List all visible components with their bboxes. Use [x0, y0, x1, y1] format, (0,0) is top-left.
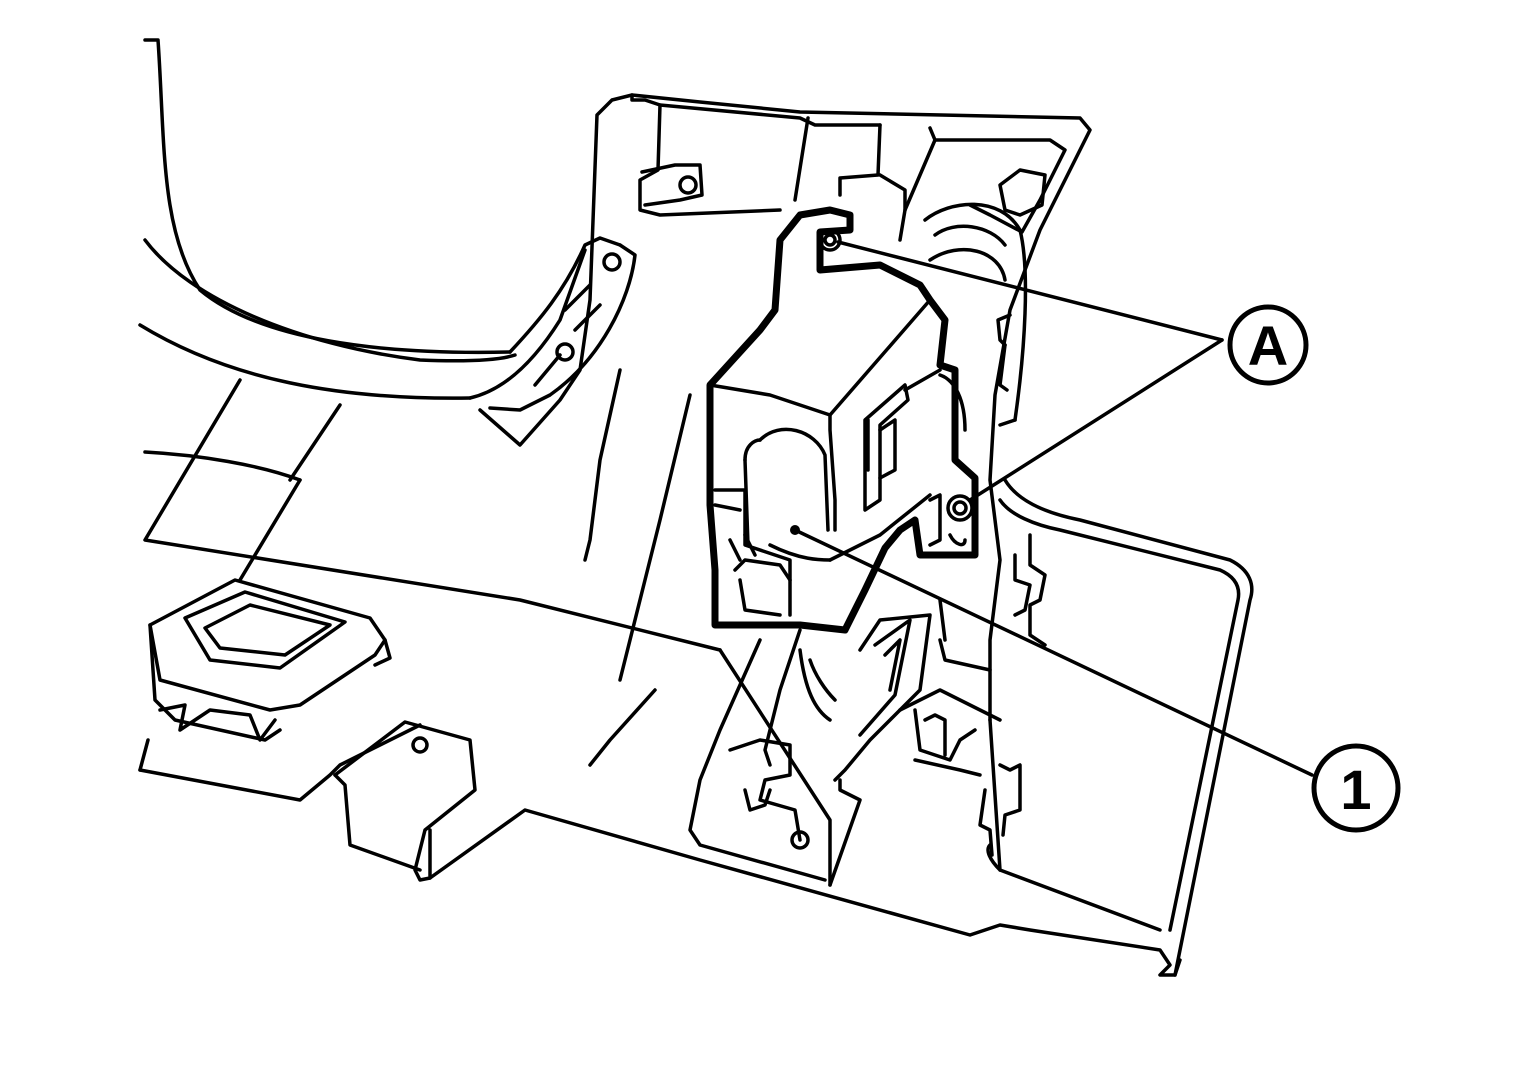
leader-line-1 — [793, 528, 1314, 777]
panel-frame — [478, 93, 1254, 977]
callout-a: A — [1227, 304, 1309, 386]
leader-line-a-upper — [836, 240, 1224, 342]
callout-1-label: 1 — [1340, 758, 1371, 821]
callout-1-circle — [1311, 743, 1401, 833]
callout-a-circle — [1227, 304, 1309, 386]
callout-a-label: A — [1248, 314, 1288, 377]
leader-lines — [790, 240, 1314, 777]
hood-release-handle — [148, 578, 392, 742]
leader-line-a-lower — [968, 338, 1224, 502]
lower-support-bracket — [333, 648, 1182, 977]
center-lower-structure — [583, 368, 1002, 887]
callout-1: 1 — [1311, 743, 1401, 833]
lower-instrument-panel — [138, 378, 722, 802]
control-unit — [706, 206, 979, 634]
steering-column-trim — [138, 38, 637, 412]
